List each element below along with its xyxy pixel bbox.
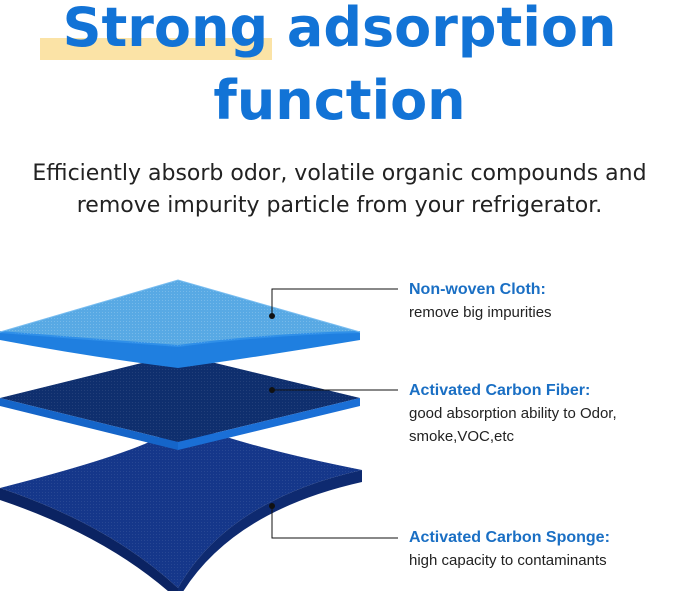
layer-desc: high capacity to contaminants	[409, 552, 607, 569]
page-title-line2: function	[213, 69, 466, 132]
layer-desc-line2: smoke,VOC,etc	[409, 428, 515, 445]
layer-desc: good absorption ability to Odor,	[409, 405, 617, 422]
layer-label-sponge: Activated Carbon Sponge: high capacity t…	[409, 527, 674, 572]
layer-label-cloth: Non-woven Cloth: remove big impurities	[409, 279, 674, 324]
leader-line-cloth	[269, 288, 398, 319]
subtitle-line2: remove impurity particle from your refri…	[76, 193, 603, 218]
layer-name: Non-woven Cloth:	[409, 281, 546, 298]
title-highlight-bar	[40, 38, 272, 60]
carbon-fiber-layer	[0, 354, 360, 450]
subtitle-line1: Efficiently absorb odor, volatile organi…	[32, 161, 647, 186]
layer-name: Activated Carbon Fiber:	[409, 382, 591, 399]
leader-line-sponge	[269, 503, 398, 539]
page-title-line1: Strong adsorption	[62, 0, 617, 59]
non-woven-cloth-layer	[0, 279, 361, 368]
layer-name: Activated Carbon Sponge:	[409, 529, 610, 546]
page-subtitle: Efficiently absorb odor, volatile organi…	[0, 158, 679, 222]
layer-desc: remove big impurities	[409, 304, 552, 321]
layer-label-fiber: Activated Carbon Fiber: good absorption …	[409, 380, 674, 448]
leader-line-fiber	[269, 387, 398, 393]
carbon-sponge-layer	[0, 420, 362, 591]
